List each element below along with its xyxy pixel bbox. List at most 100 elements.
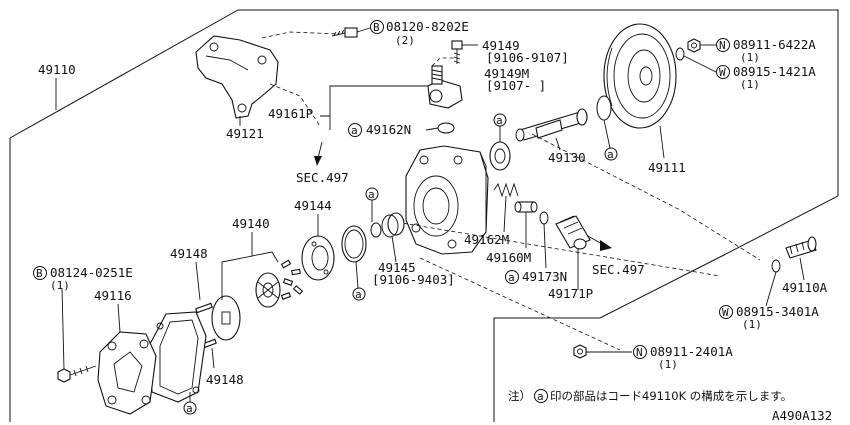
label-08911-2401a: 08911-2401A bbox=[650, 344, 733, 359]
label-49160m: 49160M bbox=[486, 250, 531, 265]
label-49149: 49149 bbox=[482, 38, 520, 53]
pulley-49111 bbox=[603, 23, 677, 129]
label-08124-qty: (1) bbox=[50, 279, 70, 292]
oil-seal bbox=[489, 141, 511, 171]
rotor-49140 bbox=[255, 272, 281, 308]
washer-marker-w2: W bbox=[722, 306, 729, 319]
bracket-49121 bbox=[195, 35, 279, 119]
gasket-ring bbox=[341, 225, 367, 263]
label-49144: 49144 bbox=[294, 198, 332, 213]
bolt-marker-icon bbox=[370, 20, 384, 34]
washer-marker-icon bbox=[716, 65, 730, 79]
label-49162m: 49162M bbox=[464, 232, 509, 247]
bolt-49149 bbox=[451, 40, 463, 64]
bolt-marker-b1: B bbox=[373, 21, 380, 34]
kit-marker-a2: a bbox=[607, 148, 614, 161]
label-08911-6422a: 08911-6422A bbox=[733, 37, 816, 52]
kit-marker-a3: a bbox=[496, 114, 503, 127]
label-49145: 49145 bbox=[378, 260, 416, 275]
footnote-marker-a: a bbox=[537, 390, 544, 403]
label-49121: 49121 bbox=[226, 126, 264, 141]
shaft-49130 bbox=[515, 108, 588, 142]
label-08120-8202e: 08120-8202E bbox=[386, 19, 469, 34]
label-08124-0251e: 08124-0251E bbox=[50, 265, 133, 280]
label-49162n: 49162N bbox=[366, 122, 411, 137]
oring-49173n bbox=[539, 211, 549, 225]
washer-08915-1421a bbox=[675, 47, 685, 61]
kit-marker-icon bbox=[534, 389, 548, 403]
label-49110a: 49110A bbox=[782, 280, 828, 295]
kit-marker-a6: a bbox=[368, 188, 375, 201]
label-49148-lower: 49148 bbox=[206, 372, 244, 387]
label-08915-3401a: 08915-3401A bbox=[736, 304, 819, 319]
label-49130: 49130 bbox=[548, 150, 586, 165]
assembly-frame bbox=[9, 9, 839, 422]
label-49173n: 49173N bbox=[522, 269, 567, 284]
connector-49171p bbox=[555, 215, 591, 250]
label-sec497-top: SEC.497 bbox=[296, 170, 349, 185]
label-sec497-right: SEC.497 bbox=[592, 262, 645, 277]
nut-08911-2401a bbox=[573, 344, 587, 359]
kit-marker-a7: a bbox=[186, 402, 193, 415]
footnote-text: 印の部品はコード49110K の構成を示します。 bbox=[550, 389, 792, 403]
kit-marker-a5: a bbox=[355, 288, 362, 301]
bolt-49110a bbox=[785, 236, 817, 259]
kit-marker-icon bbox=[352, 287, 366, 301]
nut-marker-icon bbox=[633, 345, 647, 359]
kit-marker-icon bbox=[348, 123, 362, 137]
kit-marker-icon bbox=[493, 113, 507, 127]
washer-08915-3401a bbox=[771, 259, 781, 273]
kit-marker-a1: a bbox=[351, 124, 358, 137]
pin-49148-upper bbox=[195, 302, 213, 314]
label-08911-6422a-qty: (1) bbox=[740, 51, 760, 64]
nut-marker-n2: N bbox=[636, 346, 643, 359]
union-fitting-49161p bbox=[427, 65, 463, 109]
rear-cover-49116 bbox=[97, 331, 157, 415]
gasket-plate bbox=[149, 311, 207, 403]
label-49148-upper: 49148 bbox=[170, 246, 208, 261]
label-08915-1421a: 08915-1421A bbox=[733, 64, 816, 79]
label-49161p: 49161P bbox=[268, 106, 313, 121]
label-49149-range: [9106-9107] bbox=[486, 50, 569, 65]
figure-code: A490A132 bbox=[772, 408, 832, 423]
bolt-08120 bbox=[331, 27, 358, 38]
oring-49162n bbox=[437, 122, 455, 134]
nut-marker-n1: N bbox=[719, 39, 726, 52]
label-49140: 49140 bbox=[232, 216, 270, 231]
cam-ring-49144 bbox=[301, 235, 335, 281]
kit-marker-icon bbox=[505, 270, 519, 284]
label-49149m-range: [9107- ] bbox=[486, 78, 546, 93]
kit-marker-icon bbox=[365, 187, 379, 201]
label-49145-range: [9106-9403] bbox=[372, 272, 455, 287]
bolt-marker-icon bbox=[33, 266, 47, 280]
pressure-plate bbox=[211, 295, 241, 341]
kit-marker-icon bbox=[183, 401, 197, 415]
label-49149m: 49149M bbox=[484, 66, 529, 81]
washer-marker-icon bbox=[719, 305, 733, 319]
snap-ring bbox=[596, 95, 612, 121]
kit-marker-icon bbox=[604, 147, 618, 161]
label-08911-2401a-qty: (1) bbox=[658, 358, 678, 371]
oring-small bbox=[370, 222, 382, 238]
arrow-sec497-top bbox=[314, 156, 322, 166]
vanes bbox=[280, 259, 304, 300]
label-49116: 49116 bbox=[94, 288, 132, 303]
footnote-prefix: 注） bbox=[508, 389, 531, 403]
label-08120-qty: (2) bbox=[395, 34, 415, 47]
arrow-sec497-right bbox=[600, 240, 612, 251]
label-49171p: 49171P bbox=[548, 286, 593, 301]
washer-marker-w1: W bbox=[719, 66, 726, 79]
bolt-marker-b2: B bbox=[36, 267, 43, 280]
spring-49162m bbox=[493, 182, 519, 198]
bolt-08124 bbox=[57, 365, 97, 383]
kit-marker-a4: a bbox=[508, 271, 515, 284]
label-08915-3401a-qty: (1) bbox=[742, 318, 762, 331]
spacer-49145 bbox=[381, 212, 405, 238]
nut-08911-6422a bbox=[687, 38, 701, 53]
label-49111: 49111 bbox=[648, 160, 686, 175]
label-08915-1421a-qty: (1) bbox=[740, 78, 760, 91]
label-49110: 49110 bbox=[38, 62, 76, 77]
nut-marker-icon bbox=[716, 38, 730, 52]
valve-49160m bbox=[514, 201, 538, 213]
